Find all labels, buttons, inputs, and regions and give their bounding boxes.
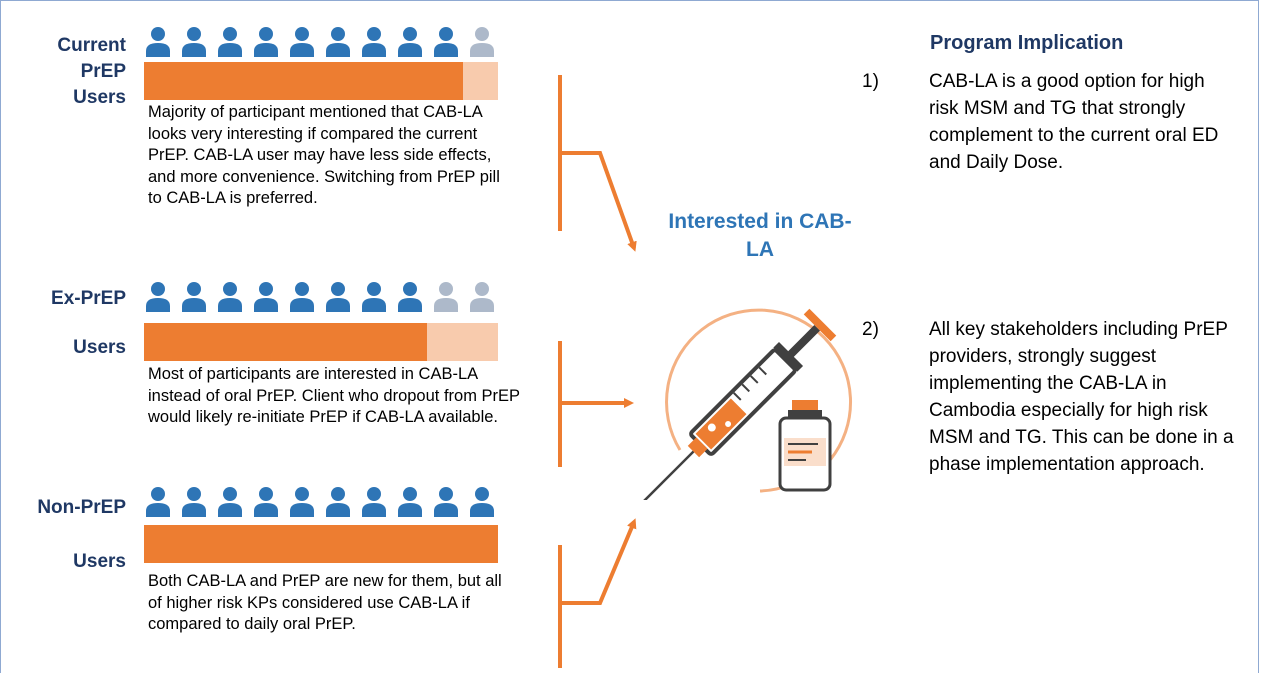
person-icon (218, 27, 242, 57)
person-icon (470, 27, 494, 57)
person-icon (434, 27, 458, 57)
person-icon (290, 487, 314, 517)
person-icon (254, 487, 278, 517)
person-icon (434, 282, 458, 312)
person-icon (362, 27, 386, 57)
group-label-ex-prep-users: Ex-PrEP Users (20, 286, 126, 361)
person-icon (182, 487, 206, 517)
interest-bar-non (144, 525, 498, 563)
interest-bar-ex (144, 323, 498, 361)
group-label-current-prep-users: Current PrEP Users (30, 33, 126, 111)
group-label-line1: Ex-PrEP (51, 288, 126, 309)
person-icon (362, 282, 386, 312)
person-icon (254, 27, 278, 57)
group-label-text: Current PrEP Users (57, 35, 126, 108)
group-label-line1: Non-PrEP (37, 497, 126, 518)
group-description: Both CAB-LA and PrEP are new for them, b… (148, 572, 502, 633)
group-label-line2: Users (73, 337, 126, 358)
person-icon (182, 27, 206, 57)
person-icon (398, 282, 422, 312)
person-icon (326, 487, 350, 517)
arrow-non-to-center (558, 518, 637, 668)
interest-bar-fill (144, 323, 428, 361)
interest-bar-current (144, 62, 498, 100)
people-row-non (140, 485, 500, 519)
person-icon (290, 282, 314, 312)
person-icon (146, 282, 170, 312)
person-icon (398, 487, 422, 517)
implication-text: All key stakeholders including PrEP prov… (929, 319, 1234, 475)
center-title: Interested in CAB-LA (668, 210, 852, 261)
group-description: Most of participants are interested in C… (148, 365, 520, 426)
people-row-current (140, 25, 500, 59)
person-icon (254, 282, 278, 312)
person-icon (470, 282, 494, 312)
person-icon (326, 27, 350, 57)
interest-bar-fill (144, 62, 463, 100)
group-label-non-prep-users: Non-PrEP Users (10, 495, 126, 575)
group-description: Majority of participant mentioned that C… (148, 103, 500, 207)
person-icon (218, 487, 242, 517)
arrow-ex-to-center (558, 341, 634, 467)
person-icon (218, 282, 242, 312)
implication-number: 2) (862, 319, 879, 340)
person-icon (434, 487, 458, 517)
person-icon (290, 27, 314, 57)
implication-number: 1) (862, 71, 879, 92)
person-icon (182, 282, 206, 312)
implication-title: Program Implication (930, 32, 1124, 54)
implication-text: CAB-LA is a good option for high risk MS… (929, 71, 1219, 173)
interest-bar-fill (144, 525, 498, 563)
person-icon (470, 487, 494, 517)
person-icon (146, 487, 170, 517)
vial-shape (778, 400, 832, 492)
person-icon (398, 27, 422, 57)
syringe-vial-icon (640, 308, 853, 500)
people-row-ex (140, 280, 500, 314)
group-label-line2: Users (73, 551, 126, 572)
person-icon (146, 27, 170, 57)
arrow-current-to-center (558, 75, 637, 252)
person-icon (326, 282, 350, 312)
person-icon (362, 487, 386, 517)
